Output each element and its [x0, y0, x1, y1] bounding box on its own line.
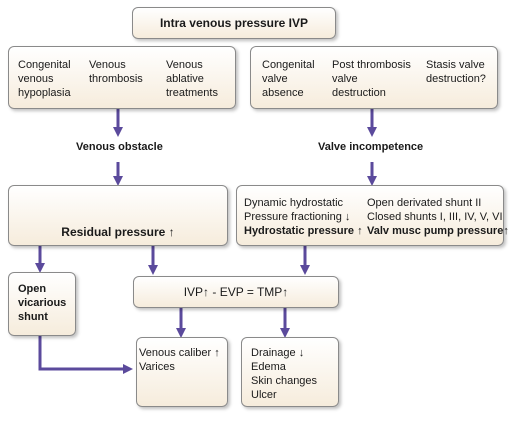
clinical-signs-box: [241, 337, 339, 407]
title-box: [132, 7, 336, 39]
causes-obstacle-box: [8, 46, 236, 109]
label-venous-obstacle: Venous obstacle: [76, 141, 163, 153]
mechanisms-left-column: Dynamic hydrostatic Pressure fractioning…: [244, 197, 363, 237]
residual-pressure-text: Residual pressure ↑: [61, 225, 175, 239]
tmp-formula-text: IVP↑ - EVP = TMP↑: [183, 285, 289, 299]
mechanisms-right-column: Open derivated shunt II Closed shunts I,…: [367, 197, 509, 237]
venous-caliber-box: [136, 337, 228, 407]
causes-incompetence-box: [250, 46, 498, 109]
venous-caliber-text: Venous caliber ↑Varices: [139, 347, 220, 373]
open-shunt-box: [8, 272, 76, 336]
arrow-shunt-to-caliber: [38, 336, 133, 374]
label-valve-incompetence: Valve incompetence: [318, 141, 424, 153]
diagram-title: Intra venous pressure IVP: [159, 16, 309, 30]
mechanisms-box: [236, 185, 504, 246]
tmp-formula-box: [133, 276, 339, 308]
residual-pressure-box: [8, 185, 228, 246]
